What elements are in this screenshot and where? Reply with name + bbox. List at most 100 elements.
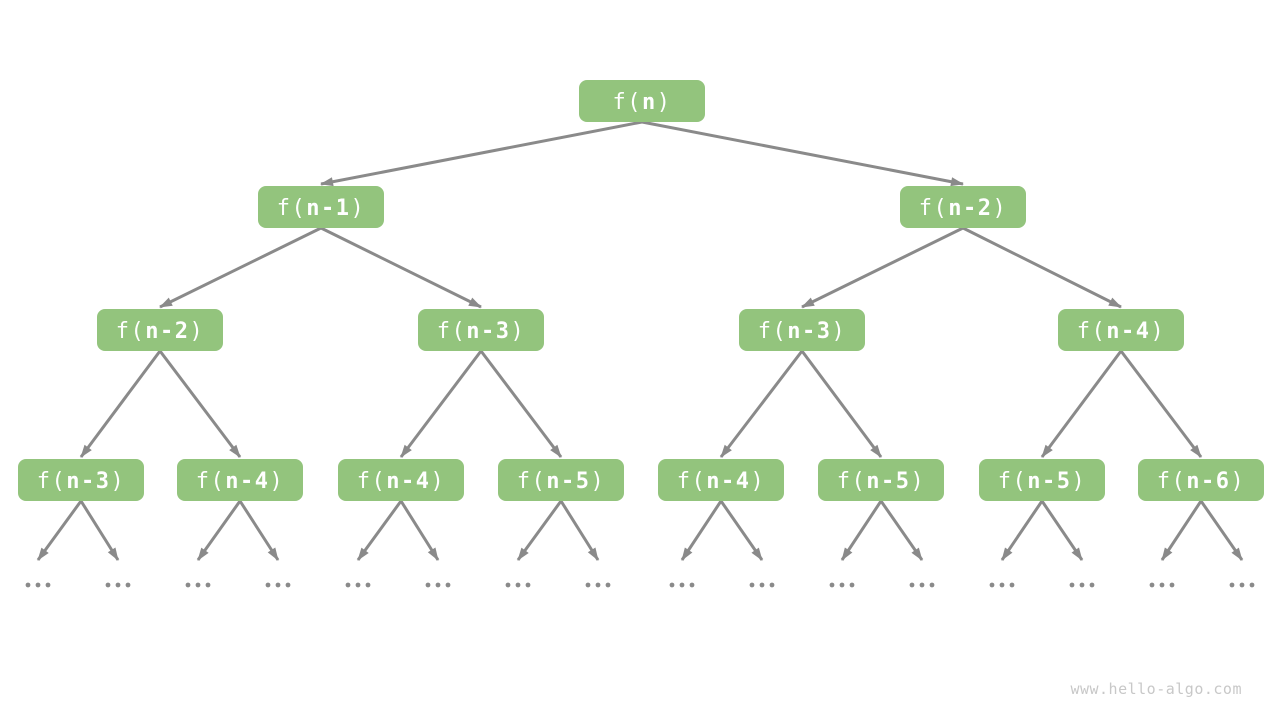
leaf-edge-arrow xyxy=(840,500,883,561)
ellipsis-dot xyxy=(195,582,201,588)
node-box xyxy=(338,459,464,501)
node-label: f(n-5) xyxy=(998,469,1087,494)
ellipsis-dot xyxy=(115,582,121,588)
ellipsis-dot xyxy=(849,582,855,588)
leaf-edge-arrow xyxy=(879,500,924,561)
tree-edge-arrow xyxy=(158,350,242,458)
ellipsis-dot xyxy=(25,582,31,588)
ellipsis-dot xyxy=(585,582,591,588)
node-box xyxy=(18,459,144,501)
tree-edge-arrow xyxy=(1119,350,1203,458)
ellipsis-dot xyxy=(1079,582,1085,588)
ellipsis-dot xyxy=(605,582,611,588)
node-label: f(n-6) xyxy=(1157,469,1246,494)
tree-node-13: f(n-5) xyxy=(979,459,1105,501)
tree-edge-arrow xyxy=(320,226,482,309)
ellipsis-dot xyxy=(1249,582,1255,588)
leaf-edge-arrow xyxy=(79,500,120,561)
ellipsis-dot xyxy=(679,582,685,588)
leaf-edge-arrow xyxy=(1199,500,1244,561)
ellipsis-dot xyxy=(769,582,775,588)
tree-node-12: f(n-5) xyxy=(818,459,944,501)
ellipsis-dot xyxy=(365,582,371,588)
node-label: f(n-2) xyxy=(116,319,205,344)
tree-edge-arrow xyxy=(1040,350,1123,458)
node-box xyxy=(579,80,705,122)
node-label: f(n-3) xyxy=(437,319,526,344)
ellipsis-dot xyxy=(515,582,521,588)
ellipsis-dots xyxy=(989,582,1015,588)
leaf-edge-arrow xyxy=(516,500,563,561)
tree-edge-arrow xyxy=(962,226,1122,309)
tree-edge-arrow xyxy=(719,350,804,458)
node-box xyxy=(177,459,303,501)
edges-layer xyxy=(36,120,1244,561)
ellipsis-dots xyxy=(669,582,695,588)
ellipsis-dots xyxy=(1149,582,1175,588)
tree-node-10: f(n-5) xyxy=(498,459,624,501)
ellipsis-dots xyxy=(425,582,451,588)
tree-node-4: f(n-3) xyxy=(418,309,544,351)
node-label: f(n-3) xyxy=(758,319,847,344)
ellipsis-dots xyxy=(585,582,611,588)
node-label: f(n-2) xyxy=(919,196,1008,221)
ellipsis-dot xyxy=(425,582,431,588)
ellipsis-dot xyxy=(669,582,675,588)
ellipsis-dot xyxy=(525,582,531,588)
node-box xyxy=(818,459,944,501)
ellipsis-dot xyxy=(759,582,765,588)
node-box xyxy=(1138,459,1264,501)
ellipsis-dots xyxy=(345,582,371,588)
leaf-edge-arrow xyxy=(680,500,723,561)
node-box xyxy=(498,459,624,501)
ellipsis-dot xyxy=(45,582,51,588)
ellipsis-dot xyxy=(1069,582,1075,588)
ellipsis-dot xyxy=(1239,582,1245,588)
leaf-edge-arrow xyxy=(559,500,600,561)
ellipsis-dot xyxy=(185,582,191,588)
ellipsis-dot xyxy=(355,582,361,588)
ellipsis-dots xyxy=(1069,582,1095,588)
tree-edge-arrow xyxy=(79,350,162,458)
leaf-edge-arrow xyxy=(1000,500,1044,561)
ellipsis-dot xyxy=(595,582,601,588)
ellipsis-dot xyxy=(909,582,915,588)
ellipsis-dot xyxy=(265,582,271,588)
node-box xyxy=(658,459,784,501)
node-label: f(n-4) xyxy=(357,469,446,494)
ellipsis-dots xyxy=(185,582,211,588)
tree-edge-arrow xyxy=(800,350,883,458)
ellipsis-dot xyxy=(105,582,111,588)
tree-edge-arrow xyxy=(641,120,964,187)
ellipsis-dot xyxy=(1089,582,1095,588)
ellipsis-dots xyxy=(1229,582,1255,588)
tree-node-8: f(n-4) xyxy=(177,459,303,501)
node-box xyxy=(739,309,865,351)
tree-node-6: f(n-4) xyxy=(1058,309,1184,351)
ellipsis-dot xyxy=(929,582,935,588)
ellipsis-dot xyxy=(749,582,755,588)
node-box xyxy=(418,309,544,351)
ellipsis-dot xyxy=(1009,582,1015,588)
ellipsis-dot xyxy=(829,582,835,588)
node-box xyxy=(1058,309,1184,351)
ellipsis-dot xyxy=(919,582,925,588)
node-box xyxy=(97,309,223,351)
node-box xyxy=(979,459,1105,501)
ellipsis-dot xyxy=(205,582,211,588)
leaf-edge-arrow xyxy=(1160,500,1203,561)
tree-node-7: f(n-3) xyxy=(18,459,144,501)
ellipsis-dots xyxy=(505,582,531,588)
ellipsis-dot xyxy=(839,582,845,588)
ellipsis-dot xyxy=(1229,582,1235,588)
node-label: f(n-4) xyxy=(196,469,285,494)
ellipsis-dot xyxy=(505,582,511,588)
tree-edge-arrow xyxy=(320,120,643,187)
ellipsis-dot xyxy=(1169,582,1175,588)
ellipsis-dots xyxy=(909,582,935,588)
ellipsis-dots xyxy=(265,582,291,588)
tree-edge-arrow xyxy=(801,226,964,309)
ellipsis-dot xyxy=(989,582,995,588)
tree-node-14: f(n-6) xyxy=(1138,459,1264,501)
